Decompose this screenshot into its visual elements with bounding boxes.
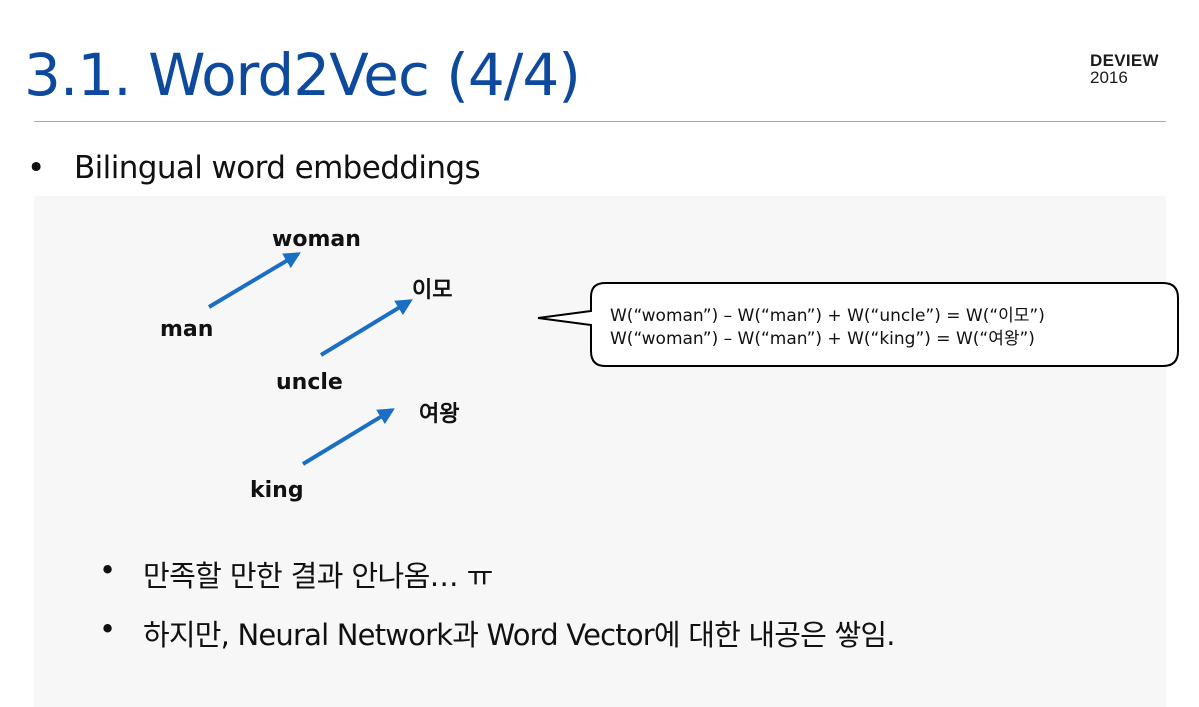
logo-name: DEVIEW: [1090, 51, 1159, 70]
word-king: king: [250, 478, 304, 503]
word-uncle: uncle: [276, 370, 343, 395]
title-divider: [34, 121, 1166, 122]
equation-line: W(“woman”) – W(“man”) + W(“uncle”) = W(“…: [610, 306, 1045, 326]
equation-callout: [537, 282, 1179, 367]
deview-logo: DEVIEW 2016: [1090, 52, 1159, 86]
content-background: [34, 196, 1166, 707]
word-imo: 이모: [412, 278, 453, 303]
bullet-marker: •: [99, 612, 117, 646]
bullet-main: Bilingual word embeddings: [74, 150, 481, 186]
bullet-sub: 하지만, Neural Network과 Word Vector에 대한 내공은…: [143, 618, 895, 652]
logo-year: 2016: [1090, 68, 1128, 87]
equations: W(“woman”) – W(“man”) + W(“uncle”) = W(“…: [610, 305, 1045, 351]
equation-line: W(“woman”) – W(“man”) + W(“king”) = W(“여…: [610, 329, 1035, 349]
bullet-marker: •: [27, 150, 46, 186]
bullet-marker: •: [99, 553, 117, 587]
arrow-king-queen: [301, 408, 395, 466]
word-woman: woman: [272, 227, 361, 252]
slide-title: 3.1. Word2Vec (4/4): [24, 41, 581, 109]
word-queen: 여왕: [419, 402, 460, 427]
arrow-uncle-imo: [319, 299, 413, 357]
word-man: man: [160, 317, 214, 342]
bullet-sub: 만족할 만한 결과 안나옴… ㅠ: [143, 559, 493, 593]
arrow-man-woman: [207, 252, 301, 309]
